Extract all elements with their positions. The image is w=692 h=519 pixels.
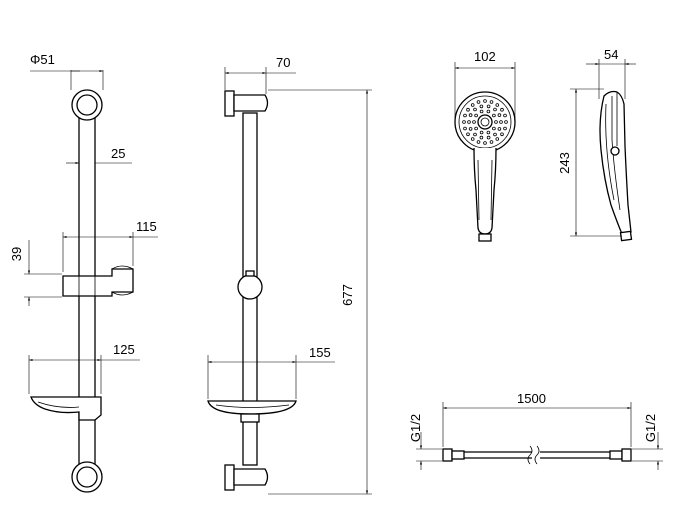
nozzle-dot	[479, 130, 484, 135]
front-view-dimensions: Φ51 25 115 39 125	[9, 52, 158, 394]
nozzle-dot	[479, 109, 484, 114]
nozzle-dot	[495, 103, 500, 107]
nozzle-dot	[468, 113, 473, 117]
dim-bracket-pitch: 25	[111, 146, 125, 161]
nozzle-dot	[470, 137, 475, 141]
nozzle-dot	[503, 113, 507, 118]
nozzle-dot	[486, 104, 491, 109]
nozzle-dot	[467, 120, 471, 124]
nozzle-dot	[489, 140, 494, 144]
nozzle-dot	[473, 107, 477, 112]
nozzle-dot	[479, 135, 484, 140]
nozzle-dot	[473, 132, 477, 137]
dim-head-depth: 54	[604, 47, 618, 62]
hand-shower-side-dimensions: 54 243	[557, 47, 636, 237]
nozzle-dot	[494, 120, 498, 124]
nozzle-dot	[503, 126, 507, 131]
nozzle-dot	[492, 126, 496, 131]
dim-head-diameter: 102	[474, 49, 496, 64]
nozzle-dot	[466, 132, 470, 137]
nozzle-dot	[472, 120, 476, 124]
rail-side-view	[207, 90, 297, 491]
nozzle-dot	[479, 104, 484, 109]
hand-shower-front	[454, 91, 516, 242]
nozzle-dot	[474, 126, 478, 131]
side-view-dimensions: 70 155 677	[207, 55, 372, 495]
dim-hose-length: 1500	[517, 391, 546, 406]
nozzle-pattern	[462, 99, 508, 145]
nozzle-dot	[486, 130, 491, 135]
hose-dimensions: 1500 G1/2 G1/2	[408, 391, 663, 470]
rail-front-view	[30, 89, 134, 493]
nozzle-dot	[476, 100, 481, 104]
nozzle-dot	[499, 120, 503, 124]
nozzle-dot	[500, 132, 504, 137]
hand-shower-front-dimensions: 102	[454, 49, 516, 118]
nozzle-dot	[463, 126, 467, 131]
dim-handset-length: 243	[557, 152, 572, 174]
nozzle-dot	[486, 109, 491, 114]
nozzle-dot	[483, 141, 487, 145]
nozzle-dot	[463, 113, 467, 118]
nozzle-dot	[468, 127, 473, 131]
dim-slider-height: 39	[9, 247, 24, 261]
dim-thread-left: G1/2	[408, 414, 423, 442]
nozzle-dot	[466, 107, 470, 112]
dim-soap-dish-side: 155	[309, 345, 331, 360]
dim-rail-diameter: Φ51	[30, 52, 55, 67]
nozzle-dot	[474, 113, 478, 118]
nozzle-dot	[495, 137, 500, 141]
dim-slider-width: 115	[136, 219, 157, 234]
nozzle-dot	[483, 99, 487, 103]
nozzle-dot	[493, 132, 497, 137]
nozzle-dot	[476, 140, 481, 144]
dim-bracket-depth: 70	[276, 55, 290, 70]
nozzle-dot	[497, 113, 502, 117]
nozzle-dot	[470, 103, 475, 107]
nozzle-dot	[493, 107, 497, 112]
hand-shower-side	[599, 90, 633, 242]
nozzle-dot	[486, 135, 491, 140]
dim-thread-right: G1/2	[643, 414, 658, 442]
nozzle-dot	[497, 127, 502, 131]
dim-soap-dish-front: 125	[113, 342, 135, 357]
nozzle-dot	[462, 120, 466, 124]
nozzle-dot	[489, 100, 494, 104]
nozzle-dot	[492, 113, 496, 118]
shower-hose	[442, 445, 632, 465]
nozzle-dot	[500, 107, 504, 112]
dim-rail-length: 677	[340, 284, 355, 306]
nozzle-dot	[504, 120, 508, 124]
